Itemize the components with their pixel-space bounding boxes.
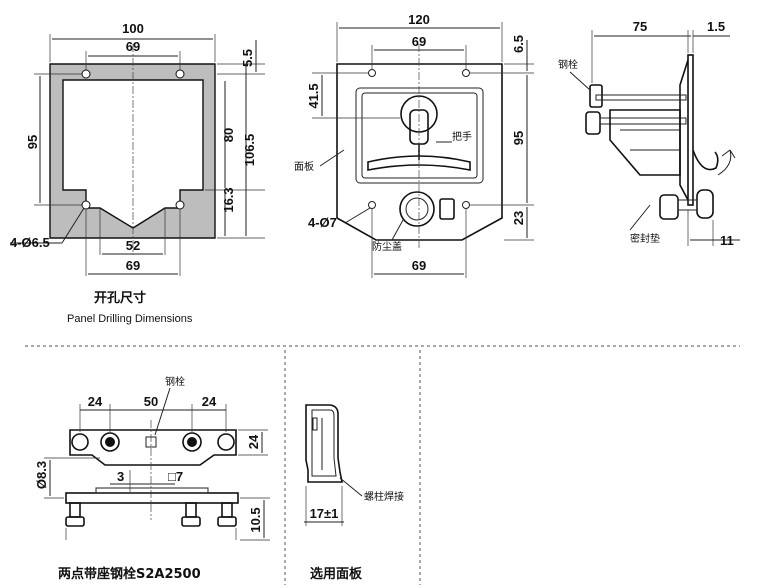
cutout-dim-inner-height: 80: [221, 128, 236, 142]
front-label-holes: 4-Ø7: [308, 215, 337, 230]
side-dim-depth: 75: [633, 19, 647, 34]
cutout-dim-left-height: 95: [25, 135, 40, 149]
cutout-dim-width: 100: [122, 21, 144, 36]
cutout-caption: 开孔尺寸: [94, 290, 146, 306]
optional-label-weld: 螺柱焊接: [364, 490, 404, 503]
cutout-dim-notch-width: 52: [126, 238, 140, 253]
cutout-plate: [49, 63, 216, 239]
seat-dim-10-5: 10.5: [248, 507, 263, 532]
cutout-hole-bl: [81, 200, 91, 210]
cutout-dim-notch-depth: 16.3: [221, 187, 236, 212]
front-dim-handle-offset: 41.5: [306, 83, 321, 108]
cutout-hole-tl: [81, 69, 91, 79]
front-dim-width: 120: [408, 12, 430, 27]
side-view: 75 1.5 钢栓 密封垫 11: [558, 19, 740, 248]
cutout-hole-br: [175, 200, 185, 210]
seat-label-bolt: 钢栓: [165, 375, 185, 388]
cutout-caption-en: Panel Drilling Dimensions: [67, 313, 193, 325]
front-hole-tr: [462, 69, 470, 77]
front-view: 120 69 6.5 95 23 41.5 把手 面板 4-Ø7 防尘盖: [294, 12, 534, 278]
panel-cutout-view: 100 69 5.5 80 106.5 16.3 95 4-Ø6.5 52: [10, 21, 265, 325]
optional-caption: 选用面板: [310, 566, 363, 582]
front-hole-tl: [368, 69, 376, 77]
side-dim-thickness: 1.5: [707, 19, 725, 34]
cutout-dim-hole-spacing-top: 69: [126, 39, 140, 54]
front-label-panel: 面板: [294, 160, 314, 173]
front-label-handle: 把手: [452, 130, 472, 143]
cutout-dim-top-offset: 5.5: [240, 49, 255, 67]
front-dim-hole-spacing-top: 69: [412, 34, 426, 49]
front-hole-br: [462, 201, 470, 209]
front-hole-bl: [368, 201, 376, 209]
seat-caption: 两点带座钢栓S2A2500: [58, 566, 201, 582]
optional-dim-17: 17±1: [310, 506, 339, 521]
cutout-dim-hole-spec: 4-Ø6.5: [10, 235, 50, 250]
cutout-hole-tr: [175, 69, 185, 79]
side-label-gasket: 密封垫: [630, 232, 660, 245]
side-dim-gasket: 11: [720, 233, 734, 248]
side-label-bolt: 钢栓: [558, 58, 578, 71]
seat-dim-height: 24: [246, 434, 261, 449]
cutout-dim-hole-spacing-bottom: 69: [126, 258, 140, 273]
front-label-dust-cover: 防尘盖: [372, 240, 402, 253]
seat-dim-left: 24: [88, 394, 103, 409]
front-dim-bottom: 23: [511, 211, 526, 225]
seat-dim-center: 50: [144, 394, 158, 409]
front-dim-hole-spacing-bottom: 69: [412, 258, 426, 273]
front-plate-outline: [336, 63, 503, 241]
seat-dim-right: 24: [202, 394, 217, 409]
front-dim-height: 95: [511, 131, 526, 145]
bolt-seat-view: 24 50 24 钢栓 24 Ø8.3 3 □7 10.: [34, 375, 270, 582]
optional-panel-view: 螺柱焊接 17±1 选用面板: [304, 404, 404, 582]
seat-dim-dia: Ø8.3: [34, 461, 49, 489]
cutout-dim-total-height: 106.5: [242, 134, 257, 167]
seat-dim-square: □7: [168, 469, 183, 484]
front-dim-top-offset: 6.5: [511, 35, 526, 53]
seat-dim-3: 3: [117, 469, 124, 484]
